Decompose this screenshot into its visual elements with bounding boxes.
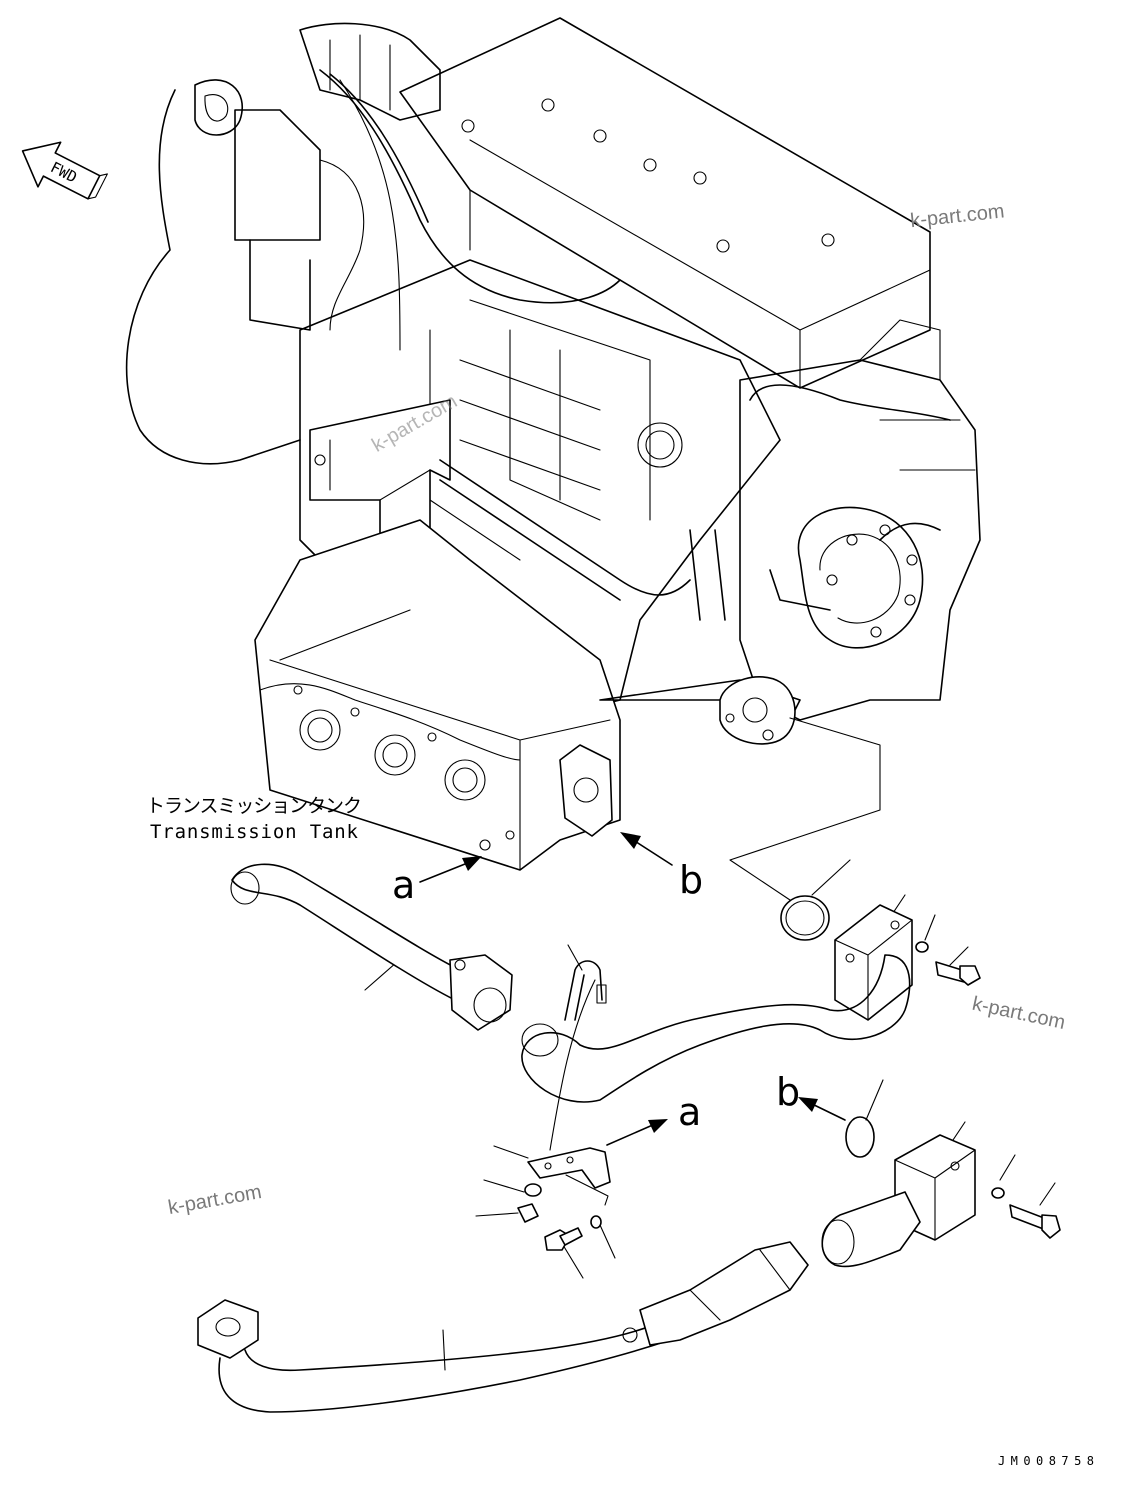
elbow-pipe xyxy=(521,904,913,1103)
tank-label-en: Transmission Tank xyxy=(150,821,359,843)
strainer-case xyxy=(821,1134,976,1268)
suction-tube xyxy=(197,1241,809,1413)
tank-label-jp: トランスミッションタンク xyxy=(146,795,362,817)
bolt-washer-bottom xyxy=(991,1187,1061,1239)
ref-arrow-a2 xyxy=(606,1119,668,1146)
fwd-arrow-icon xyxy=(21,141,108,200)
ref-arrow-b1 xyxy=(620,832,673,866)
suction-hose xyxy=(230,863,513,1031)
hose-clip xyxy=(564,960,607,1021)
ref-arrow-b2 xyxy=(798,1097,846,1121)
cover-cap xyxy=(845,1116,875,1158)
ref-arrow-a1 xyxy=(419,856,482,883)
o-ring xyxy=(780,895,830,941)
transmission-assembly xyxy=(125,17,981,871)
bracket xyxy=(517,1147,611,1251)
bolt-washer-top xyxy=(915,941,981,986)
watermark-3: k-part.com xyxy=(970,993,1067,1034)
ref-label-a1: a xyxy=(392,863,415,907)
watermark-4: k-part.com xyxy=(166,1181,263,1219)
ref-label-b1: b xyxy=(679,858,703,902)
ref-label-b2: b xyxy=(776,1070,800,1114)
watermark-1: k-part.com xyxy=(909,200,1005,232)
drawing-code: JM008758 xyxy=(998,1454,1094,1468)
ref-label-a2: a xyxy=(678,1090,701,1134)
